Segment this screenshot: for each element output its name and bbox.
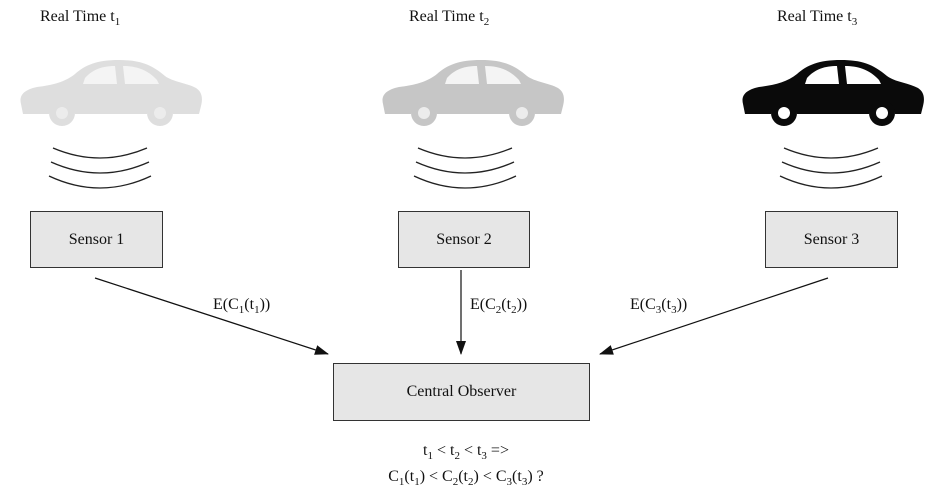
real-time-label-2: Real Time t2 <box>409 8 490 28</box>
edge-label-3: E(C3(t3)) <box>630 296 688 316</box>
sensor-1-box: Sensor 1 <box>30 211 163 268</box>
car-3-icon <box>742 60 924 126</box>
car-1-icon <box>20 60 202 126</box>
central-observer-box: Central Observer <box>333 363 590 421</box>
sensor-3-box: Sensor 3 <box>765 211 898 268</box>
arrow-sensor-3-to-observer <box>599 277 829 355</box>
real-time-label-3: Real Time t3 <box>777 8 858 28</box>
condition-line-1: t1 < t2 < t3 => <box>423 442 509 462</box>
sensor-2-box: Sensor 2 <box>398 211 530 268</box>
signal-waves-icon-1 <box>48 147 152 189</box>
condition-line-2: C1(t1) < C2(t2) < C3(t3) ? <box>388 468 544 488</box>
arrow-sensor-1-to-observer <box>94 277 329 355</box>
signal-waves-icon-3 <box>779 147 883 189</box>
central-observer-label: Central Observer <box>406 383 517 400</box>
real-time-label-1: Real Time t1 <box>40 8 121 28</box>
signal-waves-icon-2 <box>413 147 517 189</box>
edge-label-2: E(C2(t2)) <box>470 296 528 316</box>
sensor-2-label: Sensor 2 <box>436 230 492 248</box>
sensor-1-label: Sensor 1 <box>68 230 125 248</box>
car-2-icon <box>382 60 564 126</box>
edge-label-1: E(C1(t1)) <box>213 296 271 316</box>
sensor-3-label: Sensor 3 <box>803 230 860 248</box>
